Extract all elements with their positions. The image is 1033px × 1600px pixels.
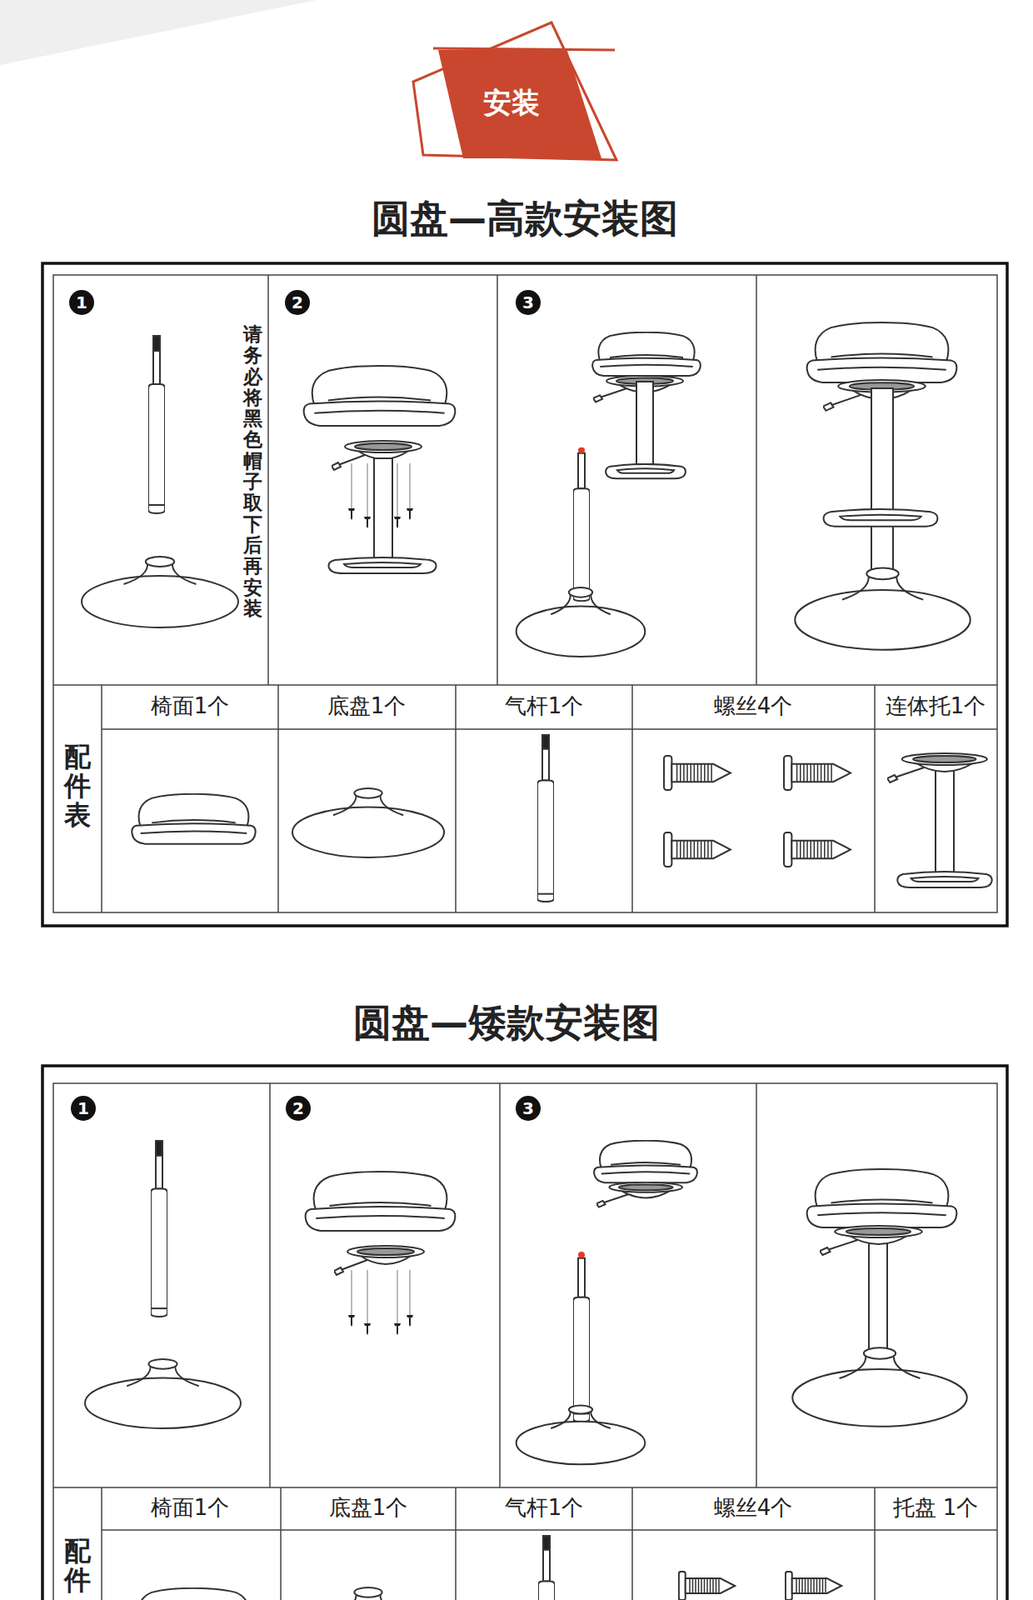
- table-cell: 底盘1个: [327, 693, 407, 719]
- table-frame: [42, 1065, 1008, 1600]
- seat: [592, 332, 701, 376]
- section-heading: 圆盘—矮款安装图: [353, 999, 660, 1046]
- mount-plate: [887, 753, 988, 783]
- small-screw: [394, 1322, 401, 1335]
- badge-box: 安装: [438, 48, 602, 159]
- base-disc: [81, 556, 239, 628]
- seat: [304, 365, 456, 426]
- small-screw: [364, 1322, 371, 1335]
- base-disc: [292, 1586, 445, 1600]
- callout-number: 1: [69, 289, 95, 315]
- base-disc: [792, 1347, 967, 1426]
- callout-number: 3: [515, 289, 541, 315]
- small-screw: [348, 1314, 355, 1327]
- gas-lift: [150, 1140, 168, 1317]
- seat: [807, 322, 958, 383]
- column: [935, 763, 954, 874]
- seat: [131, 1587, 255, 1600]
- table-cell: 椅面1个: [150, 1494, 230, 1521]
- screw: [678, 1571, 735, 1600]
- mount-plate: [819, 1225, 923, 1255]
- table-cell: 底盘1个: [329, 1494, 409, 1521]
- base-disc: [292, 788, 445, 858]
- table-cell: 螺丝4个: [713, 693, 794, 719]
- screw: [663, 755, 731, 790]
- table-cell: 椅面1个: [150, 693, 230, 719]
- table-frame: [42, 263, 1008, 926]
- column: [871, 388, 894, 570]
- gas-lift: [573, 1251, 590, 1422]
- base-disc: [794, 567, 970, 649]
- gas-lift: [573, 447, 590, 601]
- screw-guides: [351, 1269, 410, 1323]
- base-disc: [516, 1405, 646, 1465]
- mount-plate: [596, 1182, 683, 1208]
- table-side-heading: 配件: [64, 1536, 91, 1595]
- vertical-note: 请务必将黑色帽子取下后再安装: [243, 324, 263, 619]
- screw: [785, 1571, 842, 1600]
- table-cell: 气杆1个: [504, 1494, 584, 1521]
- section-heading: 圆盘—高款安装图: [371, 195, 679, 242]
- small-screw: [394, 516, 401, 529]
- table-cell: 托盘 1个: [893, 1494, 979, 1521]
- column: [636, 381, 654, 469]
- column: [374, 458, 393, 560]
- base-disc: [84, 1358, 241, 1428]
- screw-guides: [351, 463, 410, 517]
- callout-number: 3: [515, 1095, 541, 1121]
- gas-lift: [148, 335, 165, 514]
- small-screw: [406, 1314, 414, 1327]
- gas-lift: [538, 1535, 555, 1600]
- seat: [807, 1168, 958, 1228]
- seat: [593, 1140, 698, 1183]
- badge-outline: [413, 22, 617, 160]
- badge-fill: [438, 48, 602, 159]
- foot-ring: [329, 557, 437, 574]
- screw: [663, 832, 731, 867]
- callout-number: 2: [285, 1095, 311, 1121]
- small-screw: [348, 508, 355, 520]
- seat: [131, 793, 255, 844]
- foot-ring: [823, 509, 939, 527]
- table-cell: 连体托1个: [885, 693, 987, 719]
- badge-text: 安装: [483, 84, 540, 123]
- corner-shade: [0, 0, 317, 65]
- base-disc: [516, 587, 646, 657]
- callout-number: 1: [70, 1095, 96, 1121]
- table-side-heading: 配件表: [64, 742, 91, 831]
- table-cell: 气杆1个: [504, 693, 584, 719]
- small-screw: [364, 516, 371, 529]
- screw: [783, 755, 851, 790]
- gas-lift: [537, 734, 554, 902]
- seat: [305, 1171, 456, 1231]
- small-screw: [406, 508, 414, 520]
- mount-plate: [334, 1245, 425, 1275]
- screw: [783, 832, 851, 867]
- callout-number: 2: [284, 289, 310, 315]
- foot-ring: [605, 464, 686, 479]
- column: [868, 1232, 888, 1350]
- table-cell: 螺丝4个: [713, 1494, 794, 1521]
- foot-ring: [897, 871, 992, 888]
